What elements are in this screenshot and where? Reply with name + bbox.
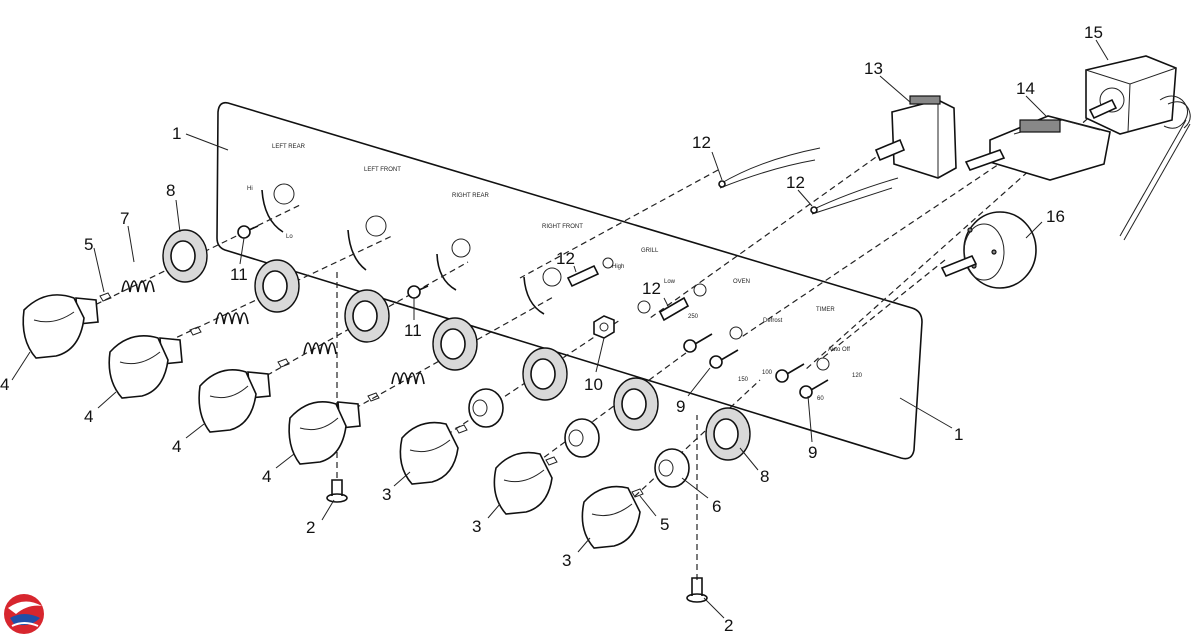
callout-2a: 2 bbox=[306, 518, 315, 537]
callout-16: 16 bbox=[1046, 207, 1065, 226]
thermostat-15 bbox=[1085, 55, 1191, 241]
brand-logo-icon bbox=[4, 594, 44, 634]
knob-3a bbox=[399, 421, 459, 485]
screws bbox=[237, 225, 829, 603]
hex-nut bbox=[593, 315, 615, 339]
callout-9a: 9 bbox=[676, 397, 685, 416]
springs bbox=[121, 280, 425, 385]
callout-1a: 1 bbox=[172, 124, 181, 143]
bezels bbox=[162, 229, 751, 461]
callout-12b: 12 bbox=[786, 173, 805, 192]
callout-10: 10 bbox=[584, 375, 603, 394]
callout-2b: 2 bbox=[724, 616, 733, 635]
callout-11a: 11 bbox=[230, 265, 248, 284]
label-defrost: Defrost bbox=[763, 318, 783, 324]
callout-5b: 5 bbox=[660, 515, 669, 534]
control-panel: LEFT REAR LEFT FRONT RIGHT REAR RIGHT FR… bbox=[216, 101, 923, 460]
label-150: 150 bbox=[738, 377, 749, 383]
label-auto-off: Auto Off bbox=[828, 347, 850, 353]
label-right-front: RIGHT FRONT bbox=[542, 224, 583, 230]
callout-4c: 4 bbox=[172, 437, 181, 456]
knob-3b bbox=[493, 451, 553, 515]
leader-lines bbox=[11, 39, 1109, 619]
label-oven: OVEN bbox=[733, 279, 750, 285]
selector-switch-14 bbox=[964, 115, 1111, 181]
callout-13: 13 bbox=[864, 59, 883, 78]
callout-9b: 9 bbox=[808, 443, 817, 462]
label-left-front: LEFT FRONT bbox=[364, 167, 401, 173]
label-hi: Hi bbox=[247, 186, 253, 192]
timer-16 bbox=[940, 211, 1037, 289]
callout-14: 14 bbox=[1016, 79, 1035, 98]
knob-4d bbox=[288, 401, 361, 465]
switch-13 bbox=[874, 95, 957, 179]
label-lo: Lo bbox=[286, 234, 293, 240]
callout-15: 15 bbox=[1084, 23, 1103, 42]
knob-3c bbox=[581, 485, 641, 549]
label-250: 250 bbox=[688, 314, 699, 320]
clips bbox=[99, 292, 644, 498]
callout-6: 6 bbox=[712, 497, 721, 516]
label-low: Low bbox=[664, 279, 676, 285]
callout-5a: 5 bbox=[84, 235, 93, 254]
callout-1b: 1 bbox=[954, 425, 963, 444]
label-right-rear: RIGHT REAR bbox=[452, 193, 490, 199]
label-high: High bbox=[612, 264, 624, 270]
callout-numbers: 1 1 2 2 3 3 3 4 4 4 4 5 5 6 7 8 8 9 9 10… bbox=[0, 23, 1103, 635]
label-timer: TIMER bbox=[816, 307, 835, 313]
callout-4a: 4 bbox=[0, 375, 9, 394]
label-60: 60 bbox=[817, 396, 824, 402]
callout-3a: 3 bbox=[382, 485, 391, 504]
callout-3b: 3 bbox=[472, 517, 481, 536]
knob-4c bbox=[198, 369, 271, 433]
knob-4a bbox=[22, 294, 99, 359]
label-grill: GRILL bbox=[641, 248, 659, 254]
callout-12a: 12 bbox=[692, 133, 711, 152]
callout-12c: 12 bbox=[556, 249, 575, 268]
label-left-rear: LEFT REAR bbox=[272, 144, 306, 150]
callout-4d: 4 bbox=[262, 467, 271, 486]
callout-12d: 12 bbox=[642, 279, 661, 298]
label-120: 120 bbox=[852, 373, 863, 379]
callout-8a: 8 bbox=[166, 181, 175, 200]
lamps bbox=[566, 147, 899, 322]
label-100: 100 bbox=[762, 370, 773, 376]
spacers bbox=[468, 388, 690, 488]
knob-4b bbox=[108, 335, 183, 399]
callout-11b: 11 bbox=[404, 321, 422, 340]
callout-7: 7 bbox=[120, 209, 129, 228]
callout-8b: 8 bbox=[760, 467, 769, 486]
assembly-guide-lines bbox=[59, 111, 1096, 580]
callout-3c: 3 bbox=[562, 551, 571, 570]
callout-4b: 4 bbox=[84, 407, 93, 426]
